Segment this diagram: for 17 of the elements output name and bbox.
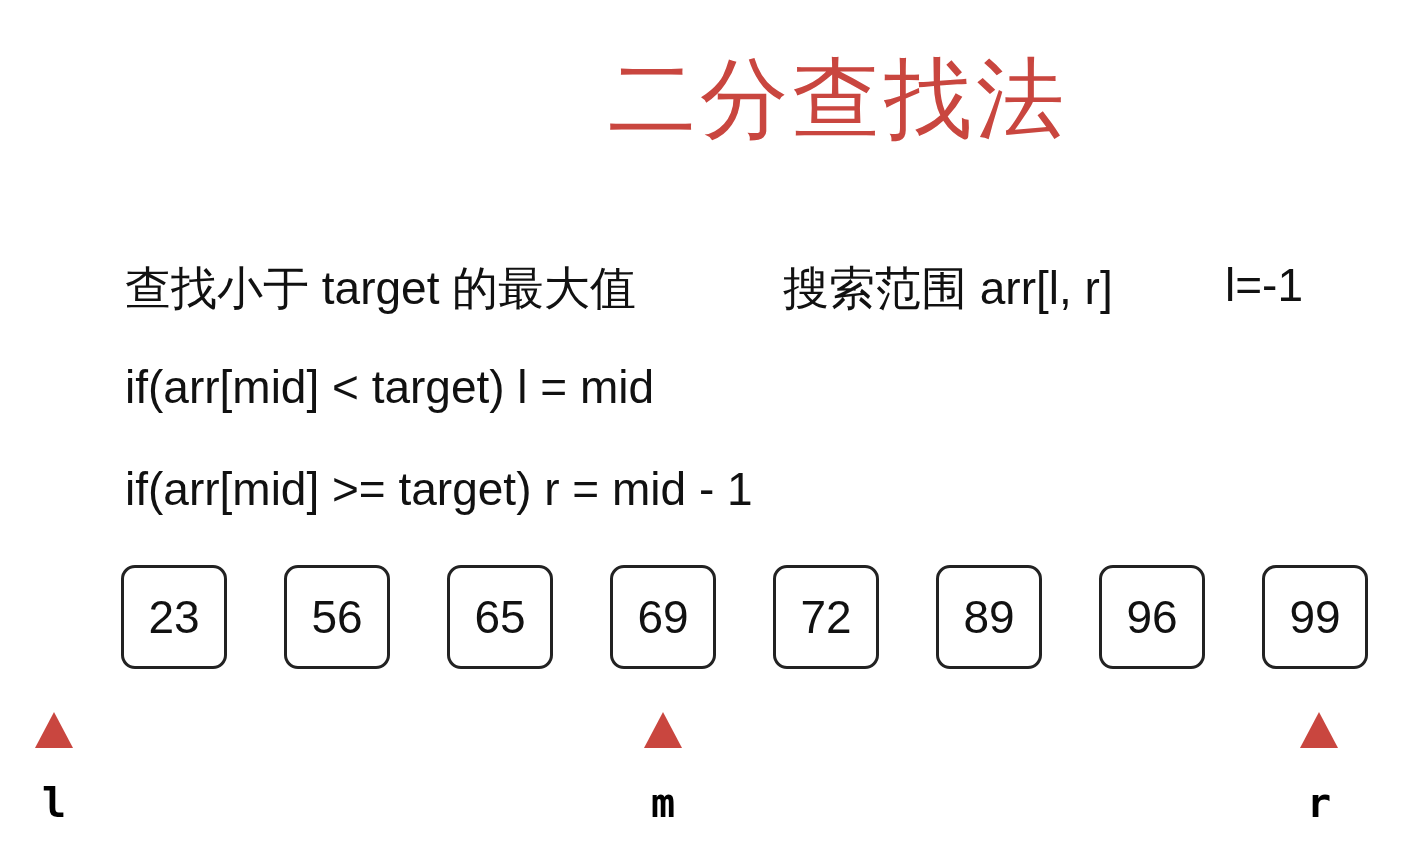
description-text: l=-1	[1225, 258, 1303, 312]
array-cell: 23	[121, 565, 227, 669]
code-line: if(arr[mid] >= target) r = mid - 1	[125, 462, 753, 516]
pointer-label: m	[649, 780, 677, 826]
array-cell: 96	[1099, 565, 1205, 669]
description-text: 查找小于 target 的最大值	[125, 261, 637, 316]
code-line: if(arr[mid] < target) l = mid	[125, 360, 655, 414]
slide-title: 二分查找法	[608, 48, 1068, 150]
description-text: 搜索范围 arr[l, r]	[783, 261, 1113, 316]
array-cell: 72	[773, 565, 879, 669]
array-cell: 99	[1262, 565, 1368, 669]
array-cell: 56	[284, 565, 390, 669]
pointer-label: l	[40, 780, 68, 826]
pointer-label: r	[1305, 780, 1333, 826]
array-cell: 69	[610, 565, 716, 669]
array-cell: 65	[447, 565, 553, 669]
array-cell: 89	[936, 565, 1042, 669]
